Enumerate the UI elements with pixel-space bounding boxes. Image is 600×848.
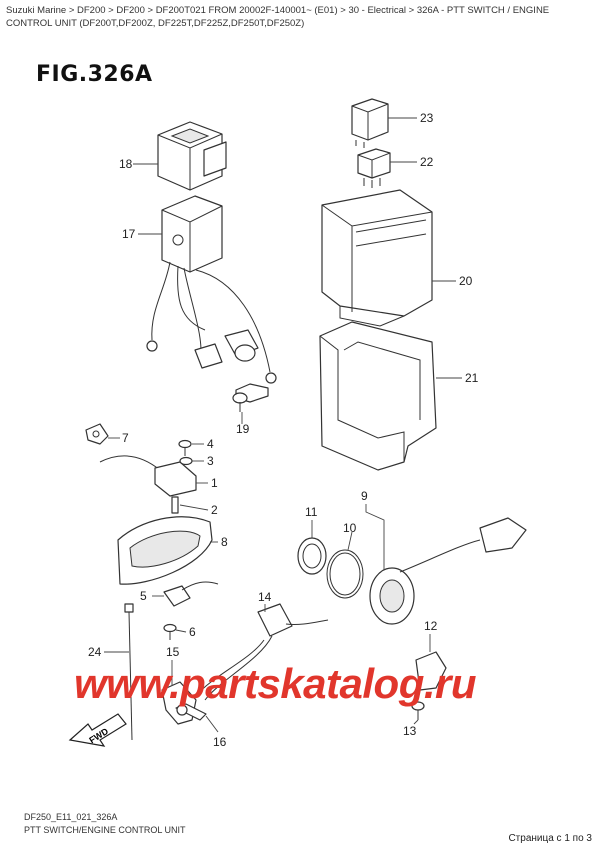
callout-19: 19 — [236, 422, 250, 436]
callout-1: 1 — [211, 476, 218, 490]
callout-8: 8 — [221, 535, 228, 549]
breadcrumb: Suzuki Marine > DF200 > DF200 > DF200T02… — [6, 5, 550, 29]
part-12-clip — [415, 651, 447, 691]
figure-caption: PTT SWITCH/ENGINE CONTROL UNIT — [24, 825, 186, 835]
figure-code: DF250_E11_021_326A — [24, 812, 118, 822]
part-17-relay-harness — [146, 195, 277, 384]
page-indicator: Страница с 1 по 3 — [508, 833, 592, 844]
callout-2: 2 — [211, 503, 218, 517]
part-19-bolt — [232, 383, 269, 412]
part-23-relay — [351, 98, 389, 148]
fwd-arrow-icon: FWD — [68, 713, 127, 747]
watermark: www.partskatalog.ru — [74, 660, 477, 707]
callout-10: 10 — [343, 521, 357, 535]
callout-17: 17 — [122, 227, 136, 241]
callout-12: 12 — [424, 619, 438, 633]
part-8-switch-panel — [117, 516, 213, 585]
part-18-connector-cover — [157, 121, 227, 191]
callout-11: 11 — [305, 505, 318, 519]
part-11-nut-ring — [297, 537, 327, 575]
callout-4: 4 — [207, 437, 214, 451]
part-20-engine-control-unit — [321, 189, 433, 327]
callout-16: 16 — [213, 735, 227, 749]
part-3-washer — [179, 456, 193, 466]
callout-7: 7 — [122, 431, 129, 445]
part-14-harness — [195, 603, 329, 701]
figure-title: FIG.326A — [36, 62, 153, 87]
callout-3: 3 — [207, 454, 214, 468]
callout-22: 22 — [420, 155, 434, 169]
part-6-screw — [163, 623, 177, 640]
callout-13: 13 — [403, 724, 417, 738]
callout-15: 15 — [166, 645, 180, 659]
part-13-screw — [411, 701, 425, 720]
callout-21: 21 — [465, 371, 479, 385]
callout-5: 5 — [140, 589, 147, 603]
part-22-relay — [357, 148, 391, 188]
part-4-screw — [178, 439, 192, 456]
callout-23: 23 — [420, 111, 434, 125]
callout-9: 9 — [361, 489, 368, 503]
leader-lines — [104, 117, 462, 733]
part-5-ptt-switch — [163, 581, 219, 607]
callout-20: 20 — [459, 274, 473, 288]
callout-6: 6 — [189, 625, 196, 639]
callout-14: 14 — [258, 590, 272, 604]
callout-24: 24 — [88, 645, 102, 659]
part-7-clamp — [85, 423, 109, 445]
part-10-o-ring — [326, 549, 364, 599]
part-2-pin — [171, 496, 179, 514]
part-24-cable-tie — [124, 603, 134, 741]
part-21-ecu-holder — [319, 321, 437, 471]
callout-18: 18 — [119, 157, 133, 171]
part-9-switch-assembly — [369, 517, 527, 625]
part-16-bolt — [175, 703, 207, 721]
